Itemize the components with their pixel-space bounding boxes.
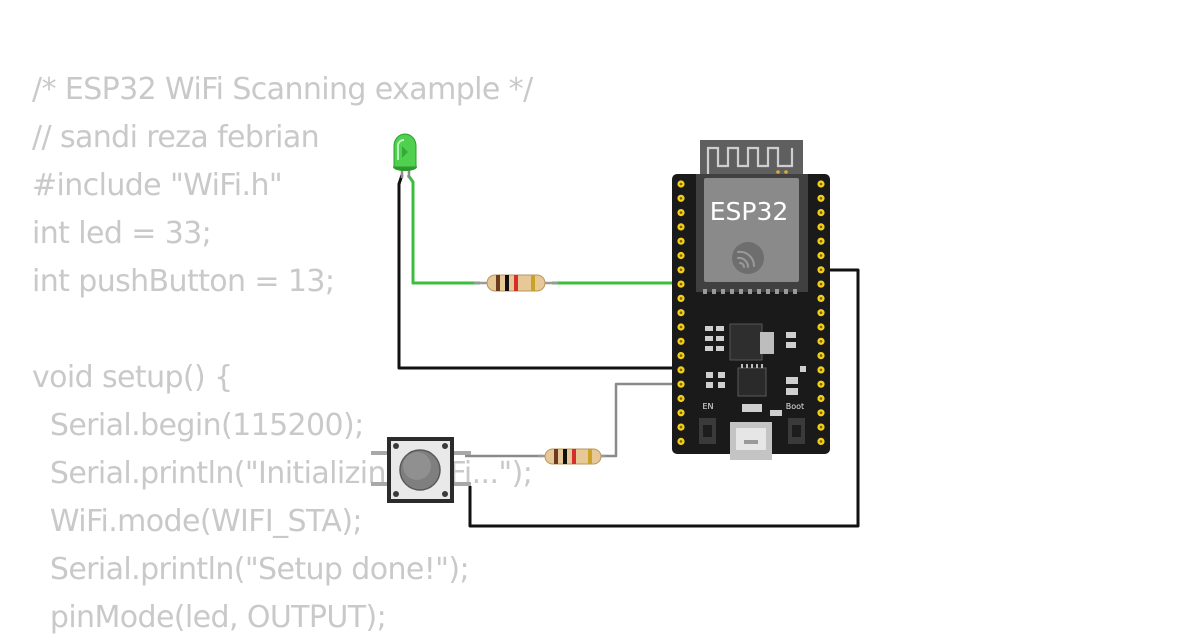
- led-ground-wire[interactable]: [397, 174, 682, 370]
- esp32-board[interactable]: ESP32: [672, 140, 830, 460]
- code-line: int led = 33;: [32, 216, 212, 251]
- code-line: #include "WiFi.h": [32, 168, 283, 203]
- en-button[interactable]: [699, 418, 716, 444]
- led-resistor[interactable]: [474, 274, 558, 292]
- button-ground-wire[interactable]: [468, 268, 860, 528]
- green-led[interactable]: [393, 133, 417, 178]
- code-line: pinMode(led, OUTPUT);: [32, 600, 387, 635]
- code-line: Serial.println("Setup done!");: [32, 552, 470, 587]
- right-pin-header[interactable]: [817, 180, 825, 445]
- code-background: /* ESP32 WiFi Scanning example */ // sand…: [32, 66, 533, 642]
- left-pin-header[interactable]: [677, 180, 685, 445]
- code-line: void setup() {: [32, 360, 233, 395]
- boot-label: Boot: [786, 402, 804, 411]
- button-resistor-to-esp-wire[interactable]: [600, 382, 682, 458]
- espressif-logo-icon: [732, 242, 764, 274]
- code-line: // sandi reza febrian: [32, 120, 320, 155]
- esp32-label: ESP32: [710, 197, 789, 226]
- pushbutton[interactable]: [371, 437, 471, 503]
- button-resistor[interactable]: [538, 448, 605, 465]
- wires: [397, 174, 860, 528]
- en-label: EN: [702, 402, 713, 411]
- usb-connector[interactable]: [730, 422, 772, 460]
- code-line: int pushButton = 13;: [32, 264, 335, 299]
- boot-button[interactable]: [788, 418, 805, 444]
- code-line: WiFi.mode(WIFI_STA);: [32, 504, 363, 539]
- code-line: Serial.begin(115200);: [32, 408, 364, 443]
- led-signal-wire[interactable]: [406, 174, 480, 285]
- code-line: /* ESP32 WiFi Scanning example */: [32, 72, 533, 107]
